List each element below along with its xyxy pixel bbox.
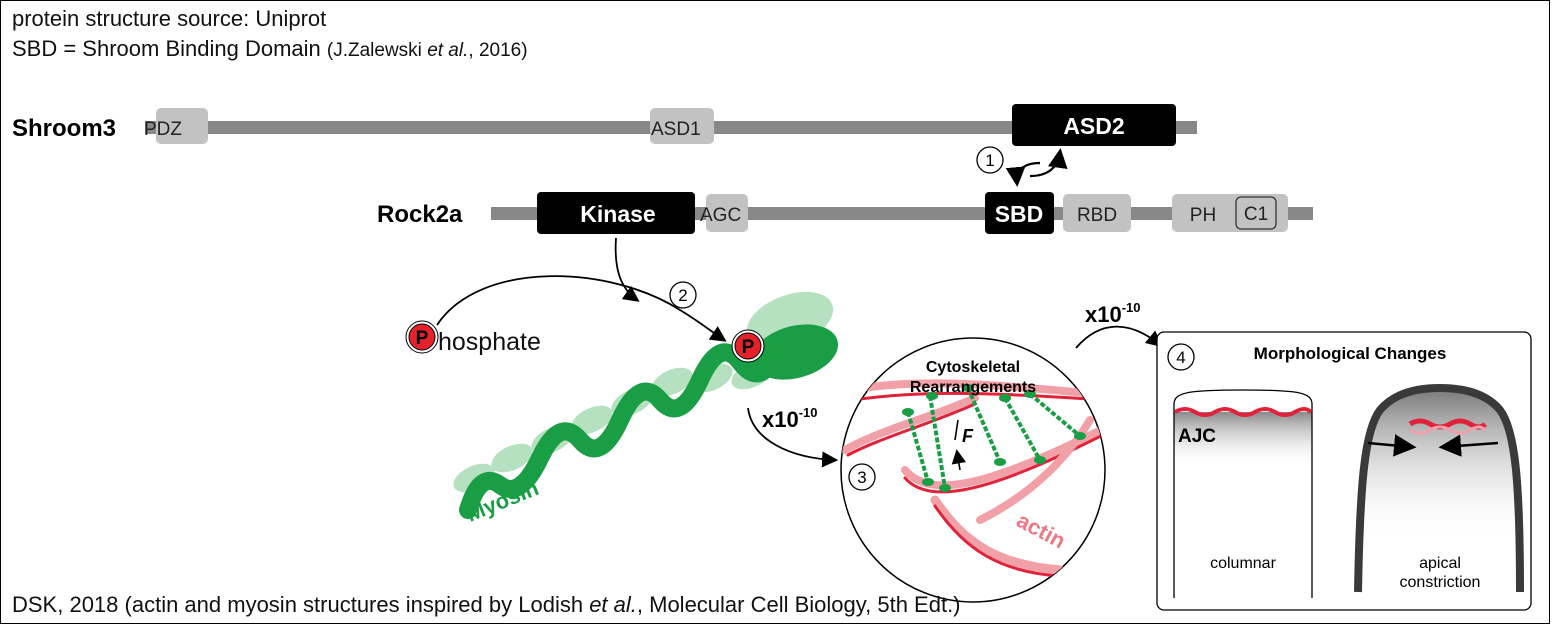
- cytoskeletal-title-line2: Rearrangements: [910, 379, 1036, 396]
- rock2a-rbd-domain: [1063, 194, 1131, 232]
- multiplier-4: x10-10: [1085, 300, 1141, 327]
- step-4-number: 4: [1176, 348, 1185, 367]
- step-1-badge: [976, 146, 1004, 174]
- myosin-phosphate-letter: P: [742, 337, 755, 358]
- rock2a-label: Rock2a: [377, 201, 463, 228]
- constriction-arrow-left: [1367, 434, 1417, 457]
- shroom3-asd2-domain: [1012, 104, 1176, 146]
- shroom3-asd2-label: ASD2: [1063, 113, 1124, 139]
- step-2-number: 2: [678, 286, 687, 305]
- ajc-label: AJC: [1178, 426, 1216, 447]
- rock2a-ph-domain: [1172, 194, 1288, 232]
- shroom3-pdz-domain: [156, 108, 208, 144]
- cytoskeletal-title-line1: Cytoskeletal: [926, 359, 1020, 376]
- binding-arrow-up: [1029, 148, 1068, 178]
- footer-text-b: , Molecular Cell Biology, 5th Edt.): [636, 592, 961, 617]
- constriction-arrow-right: [1438, 434, 1499, 457]
- myosin-molecule: [453, 291, 839, 519]
- phosphate-transfer-arrow: [436, 275, 727, 342]
- morphology-title: Morphological Changes: [1254, 344, 1447, 363]
- force-arrows: [955, 419, 960, 471]
- footer-credit: DSK, 2018 (actin and myosin structures i…: [12, 592, 961, 618]
- apical-label-line1: apical: [1419, 555, 1461, 572]
- columnar-cell-outline: [1173, 389, 1313, 598]
- rock2a-agc-label: AGC: [700, 205, 741, 226]
- rock2a-kinase-domain: [537, 192, 695, 234]
- rock2a-rbd-label: RBD: [1077, 205, 1117, 226]
- constricted-cell-outline: [1354, 383, 1524, 593]
- footer-text-a: DSK, 2018 (actin and myosin structures i…: [12, 592, 590, 617]
- rock2a-c1-domain: [1235, 196, 1277, 230]
- step-1-number: 1: [985, 151, 994, 170]
- rock2a-kinase-label: Kinase: [580, 201, 655, 227]
- myosin-to-cytoskeleton-arrow: [747, 407, 839, 468]
- step-3-number: 3: [857, 468, 866, 487]
- rock2a-ph-label: PH: [1190, 205, 1216, 226]
- binding-arrow-down: [1005, 161, 1041, 187]
- sbd-definition-text: SBD = Shroom Binding Domain: [12, 36, 321, 61]
- columnar-label: columnar: [1210, 555, 1276, 572]
- rock2a-sbd-label: SBD: [995, 201, 1044, 227]
- cytoskeleton-view: [840, 337, 1106, 603]
- shroom3-pdz-label: PDZ: [144, 119, 182, 140]
- sbd-definition: SBD = Shroom Binding Domain (J.Zalewski …: [12, 36, 528, 62]
- cytoskeleton-to-morphology-arrow: [1075, 325, 1163, 349]
- step-4-badge: [1167, 343, 1195, 371]
- rock2a-c1-label: C1: [1244, 204, 1268, 225]
- citation-close: , 2016): [468, 40, 528, 61]
- multiplier-3: x10-10: [762, 405, 818, 432]
- phosphate-label: hosphate: [438, 328, 541, 356]
- morphology-panel: [1156, 331, 1532, 611]
- phosphate-p-letter: P: [416, 328, 429, 349]
- apical-label-line2: constriction: [1400, 574, 1481, 591]
- step-2-badge: [669, 281, 697, 309]
- rock2a-agc-domain: [706, 194, 748, 232]
- citation-etal: et al.: [427, 40, 469, 61]
- kinase-arrow: [614, 237, 640, 302]
- shroom3-asd1-domain: [650, 108, 714, 144]
- shroom3-asd1-label: ASD1: [651, 119, 701, 140]
- force-label: F: [962, 426, 974, 446]
- footer-etal: et al.: [589, 592, 637, 617]
- rock2a-sbd-domain: [985, 192, 1054, 234]
- source-note: protein structure source: Uniprot: [12, 6, 327, 31]
- citation-open: (J.Zalewski: [326, 40, 428, 61]
- step-3-badge: [848, 463, 876, 491]
- shroom3-label: Shroom3: [12, 115, 116, 142]
